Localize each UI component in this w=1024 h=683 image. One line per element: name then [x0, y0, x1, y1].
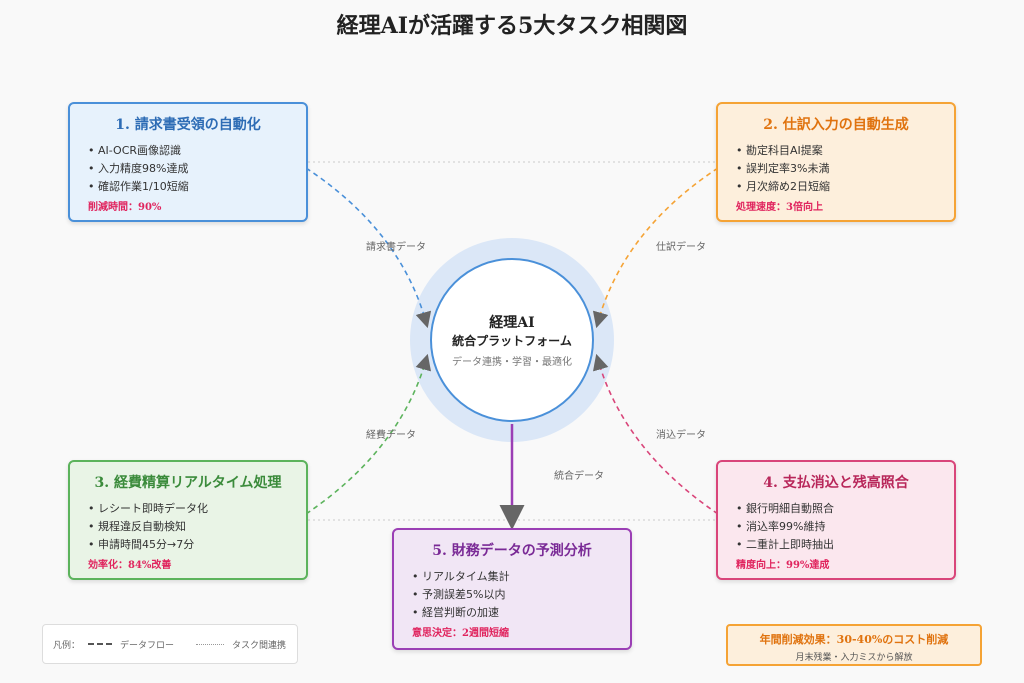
page-title: 経理AIが活躍する5大タスク相関図	[336, 13, 688, 39]
task-card-invoice: 1. 請求書受領の自動化 AI-OCR画像認識 入力精度98%達成 確認作業1/…	[68, 102, 308, 222]
task-bullet: 経営判断の加速	[412, 604, 616, 622]
task-bullet: AI-OCR画像認識	[88, 142, 292, 160]
edge-label-invoice: 請求書データ	[366, 242, 426, 253]
edge-label-expense: 経費データ	[366, 430, 416, 441]
task-bullets: リアルタイム集計 予測誤差5%以内 経営判断の加速	[408, 568, 616, 622]
center-title: 経理AI	[489, 315, 535, 331]
task-bullet: 規程違反自動検知	[88, 518, 292, 536]
flow-expense	[305, 353, 432, 515]
task-metric: 意思決定：2週間短縮	[412, 628, 509, 639]
summary-box: 年間削減効果：30-40%のコスト削減 月末残業・入力ミスから解放	[726, 624, 982, 666]
task-bullets: 銀行明細自動照合 消込率99%維持 二重計上即時抽出	[732, 500, 940, 554]
task-title: 1. 請求書受領の自動化	[115, 117, 261, 133]
task-title: 5. 財務データの予測分析	[432, 543, 592, 559]
task-card-reconcile: 4. 支払消込と残高照合 銀行明細自動照合 消込率99%維持 二重計上即時抽出 …	[716, 460, 956, 580]
task-title: 3. 経費精算リアルタイム処理	[94, 475, 282, 491]
flow-reconcile	[592, 353, 719, 515]
task-bullet: 予測誤差5%以内	[412, 586, 616, 604]
task-metric: 精度向上：99%達成	[736, 560, 830, 571]
central-platform-node: 経理AI 統合プラットフォーム データ連携・学習・最適化	[430, 258, 594, 422]
legend: 凡例： データフロー タスク間連携	[42, 624, 298, 664]
task-bullet: 月次締め2日短縮	[736, 178, 940, 196]
dotted-line-icon	[196, 643, 225, 645]
task-bullet: 銀行明細自動照合	[736, 500, 940, 518]
summary-note: 月末残業・入力ミスから解放	[795, 653, 913, 663]
task-bullet: 消込率99%維持	[736, 518, 940, 536]
task-bullets: AI-OCR画像認識 入力精度98%達成 確認作業1/10短縮	[84, 142, 292, 196]
task-metric: 効率化：84%改善	[88, 560, 172, 571]
task-bullet: 確認作業1/10短縮	[88, 178, 292, 196]
task-card-forecast: 5. 財務データの予測分析 リアルタイム集計 予測誤差5%以内 経営判断の加速 …	[392, 528, 632, 650]
task-bullet: 申請時間45分→7分	[88, 536, 292, 554]
legend-data-flow: データフロー	[120, 640, 175, 651]
task-title: 4. 支払消込と残高照合	[763, 475, 909, 491]
center-caption: データ連携・学習・最適化	[452, 357, 572, 368]
task-metric: 削減時間：90%	[88, 202, 162, 213]
task-bullet: レシート即時データ化	[88, 500, 292, 518]
task-title: 2. 仕訳入力の自動生成	[763, 117, 909, 133]
edge-label-reconcile: 消込データ	[656, 430, 706, 441]
legend-task-link: タスク間連携	[232, 640, 287, 651]
dashed-line-icon	[88, 643, 113, 645]
task-bullet: 勘定科目AI提案	[736, 142, 940, 160]
task-bullet: 誤判定率3%未満	[736, 160, 940, 178]
task-bullets: レシート即時データ化 規程違反自動検知 申請時間45分→7分	[84, 500, 292, 554]
task-bullet: リアルタイム集計	[412, 568, 616, 586]
legend-prefix: 凡例：	[53, 640, 81, 651]
task-metric: 処理速度：3倍向上	[736, 202, 823, 213]
task-bullet: 二重計上即時抽出	[736, 536, 940, 554]
edge-label-journal: 仕訳データ	[656, 242, 706, 253]
task-bullet: 入力精度98%達成	[88, 160, 292, 178]
task-card-journal: 2. 仕訳入力の自動生成 勘定科目AI提案 誤判定率3%未満 月次締め2日短縮 …	[716, 102, 956, 222]
task-bullets: 勘定科目AI提案 誤判定率3%未満 月次締め2日短縮	[732, 142, 940, 196]
edge-label-integrated: 統合データ	[554, 471, 604, 482]
task-card-expense: 3. 経費精算リアルタイム処理 レシート即時データ化 規程違反自動検知 申請時間…	[68, 460, 308, 580]
summary-headline: 年間削減効果：30-40%のコスト削減	[759, 633, 949, 646]
center-subtitle: 統合プラットフォーム	[452, 334, 572, 348]
